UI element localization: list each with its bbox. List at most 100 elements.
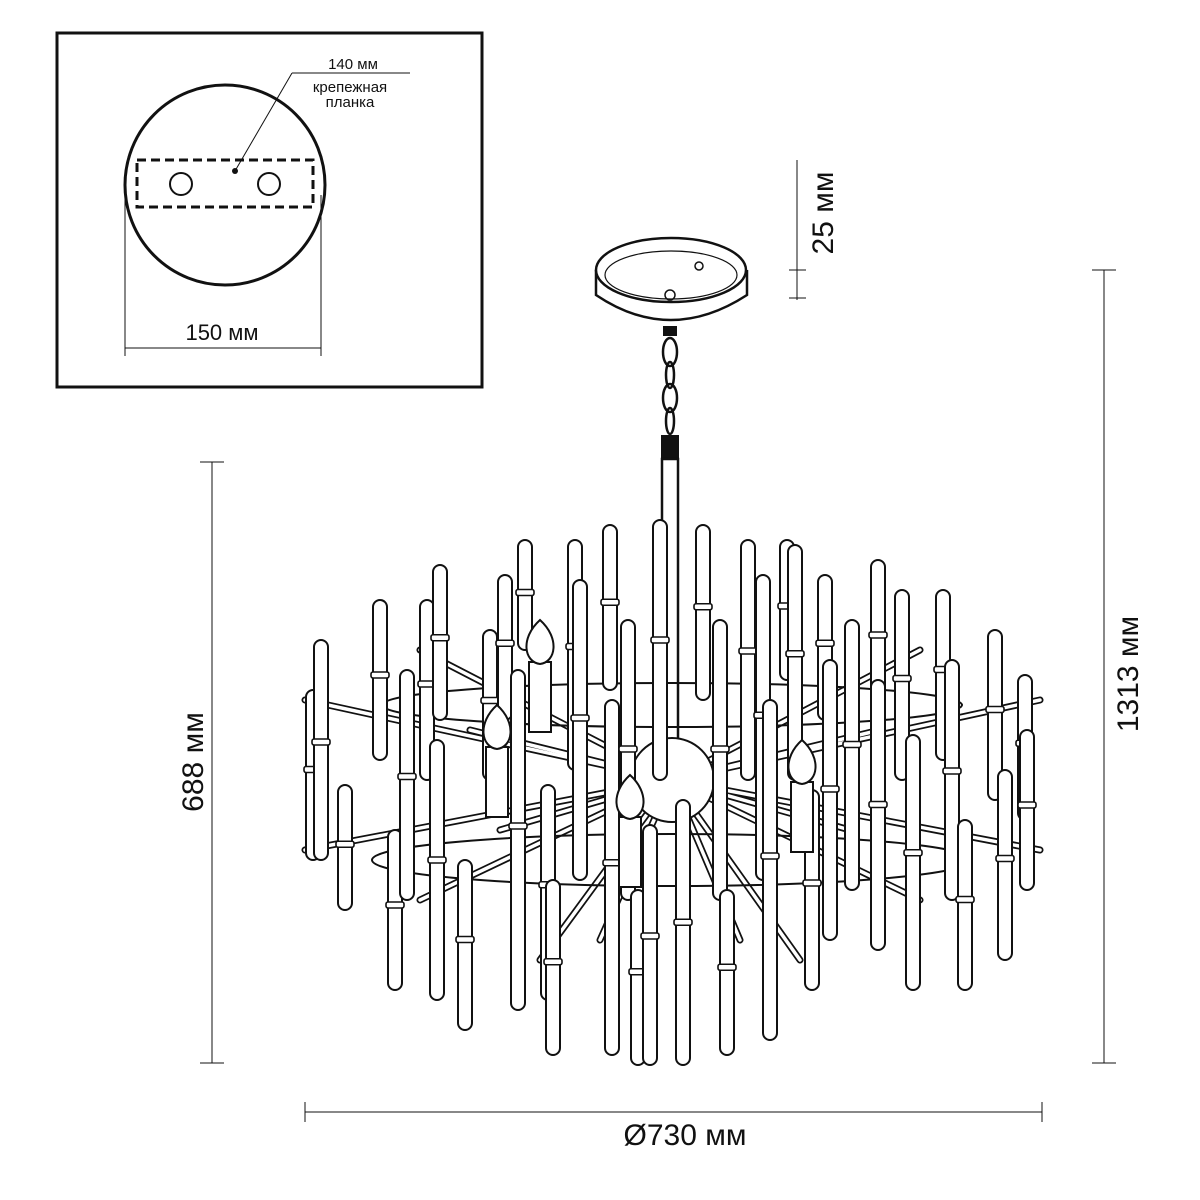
glass-rod	[740, 539, 756, 781]
rod-holder	[717, 963, 737, 972]
glass-rod	[387, 829, 403, 991]
rod-holder	[1017, 801, 1037, 809]
glass-rod	[997, 769, 1013, 961]
glass-rod	[497, 574, 513, 721]
rod-holder	[802, 879, 822, 887]
rod-holder	[650, 636, 670, 644]
glass-rod	[372, 599, 388, 761]
glass-rod	[572, 579, 588, 881]
rod-cap	[661, 435, 679, 459]
candle-sleeve	[618, 816, 642, 888]
rod-holder	[815, 639, 835, 648]
dimension-730	[304, 1102, 1043, 1122]
plate-caption-line1: крепежная	[313, 79, 387, 96]
dimension-25	[789, 160, 806, 300]
glass-rod	[944, 659, 960, 901]
rod-holder	[760, 852, 780, 860]
canopy-inner	[604, 250, 738, 300]
total-height-label: 1313 мм	[1112, 616, 1145, 732]
rod-holder	[543, 957, 563, 966]
rod-holder	[600, 598, 620, 607]
glass-rod	[432, 564, 448, 721]
canopy-screw-1	[664, 289, 676, 301]
rod-holder	[903, 848, 923, 857]
rod-holder	[570, 714, 590, 722]
rod-holder	[995, 854, 1015, 863]
glass-rod	[313, 639, 329, 861]
rod-holder	[673, 918, 693, 927]
glass-rod	[695, 524, 711, 701]
mounting-hole-left	[169, 172, 193, 196]
glass-rod	[1019, 729, 1035, 891]
rod-holder	[515, 588, 535, 597]
rod-holder	[820, 785, 840, 793]
glass-rod	[604, 699, 620, 1056]
leader-line	[234, 72, 293, 172]
glass-rod	[675, 799, 691, 1066]
glass-rod	[642, 824, 658, 1066]
mounting-hole-right	[257, 172, 281, 196]
glass-rod	[510, 669, 526, 1011]
glass-rod	[822, 659, 838, 941]
candle-bulb	[482, 703, 512, 751]
rod-holder	[311, 738, 331, 746]
rod-holder	[397, 772, 417, 781]
rod-holder	[785, 649, 805, 658]
glass-rod	[712, 619, 728, 901]
rod-holder	[427, 856, 447, 864]
candle-sleeve	[790, 781, 814, 853]
glass-rod	[545, 879, 561, 1056]
rod-holder	[640, 932, 660, 940]
rod-holder	[955, 895, 975, 904]
rod-holder	[693, 602, 713, 611]
inset-frame	[55, 31, 484, 389]
mounting-inset: 140 мм крепежная планка 150 мм	[55, 31, 484, 389]
body-height-label: 688 мм	[177, 712, 210, 812]
candle-bulb	[787, 738, 817, 786]
candle-bulb	[615, 773, 645, 821]
glass-rod	[844, 619, 860, 891]
canopy-height-label: 25 мм	[807, 172, 840, 255]
glass-rod	[905, 734, 921, 991]
dimension-1313	[1092, 269, 1116, 1064]
rod-holder	[480, 696, 500, 705]
rod-holder	[385, 901, 405, 909]
plate-caption-line2: планка	[326, 94, 375, 111]
rod-holder	[868, 631, 888, 639]
rod-holder	[495, 639, 515, 648]
rod-holder	[985, 705, 1005, 714]
glass-rod	[987, 629, 1003, 801]
rod-holder	[335, 840, 355, 849]
rod-holder	[842, 740, 862, 749]
rod-holder	[710, 745, 730, 753]
glass-rod	[957, 819, 973, 991]
glass-rod	[894, 589, 910, 781]
chandelier-body	[301, 519, 1044, 1066]
canopy-diameter-label: 150 мм	[185, 320, 258, 345]
rod-holder	[868, 800, 888, 809]
glass-rod	[429, 739, 445, 1001]
glass-rod	[457, 859, 473, 1031]
mounting-bar	[135, 158, 315, 209]
rod-holder	[618, 745, 638, 753]
glass-rod	[719, 889, 735, 1056]
rod-holder	[508, 822, 528, 830]
rod-holder	[370, 671, 390, 679]
chain	[661, 336, 679, 436]
rod-holder	[455, 935, 475, 944]
rod-holder	[942, 767, 962, 775]
diameter-label: Ø730 мм	[624, 1119, 747, 1152]
canopy-circle	[123, 83, 327, 287]
rod-holder	[430, 633, 450, 642]
glass-rod	[602, 524, 618, 691]
dimension-688	[200, 461, 224, 1064]
glass-rod	[399, 669, 415, 901]
plate-width-label: 140 мм	[328, 56, 378, 73]
candle-sleeve	[528, 661, 552, 733]
canopy-top	[594, 236, 748, 304]
rod-holder	[738, 647, 758, 655]
glass-rod	[870, 679, 886, 951]
candle-sleeve	[485, 746, 509, 818]
candle-bulb	[525, 618, 555, 666]
